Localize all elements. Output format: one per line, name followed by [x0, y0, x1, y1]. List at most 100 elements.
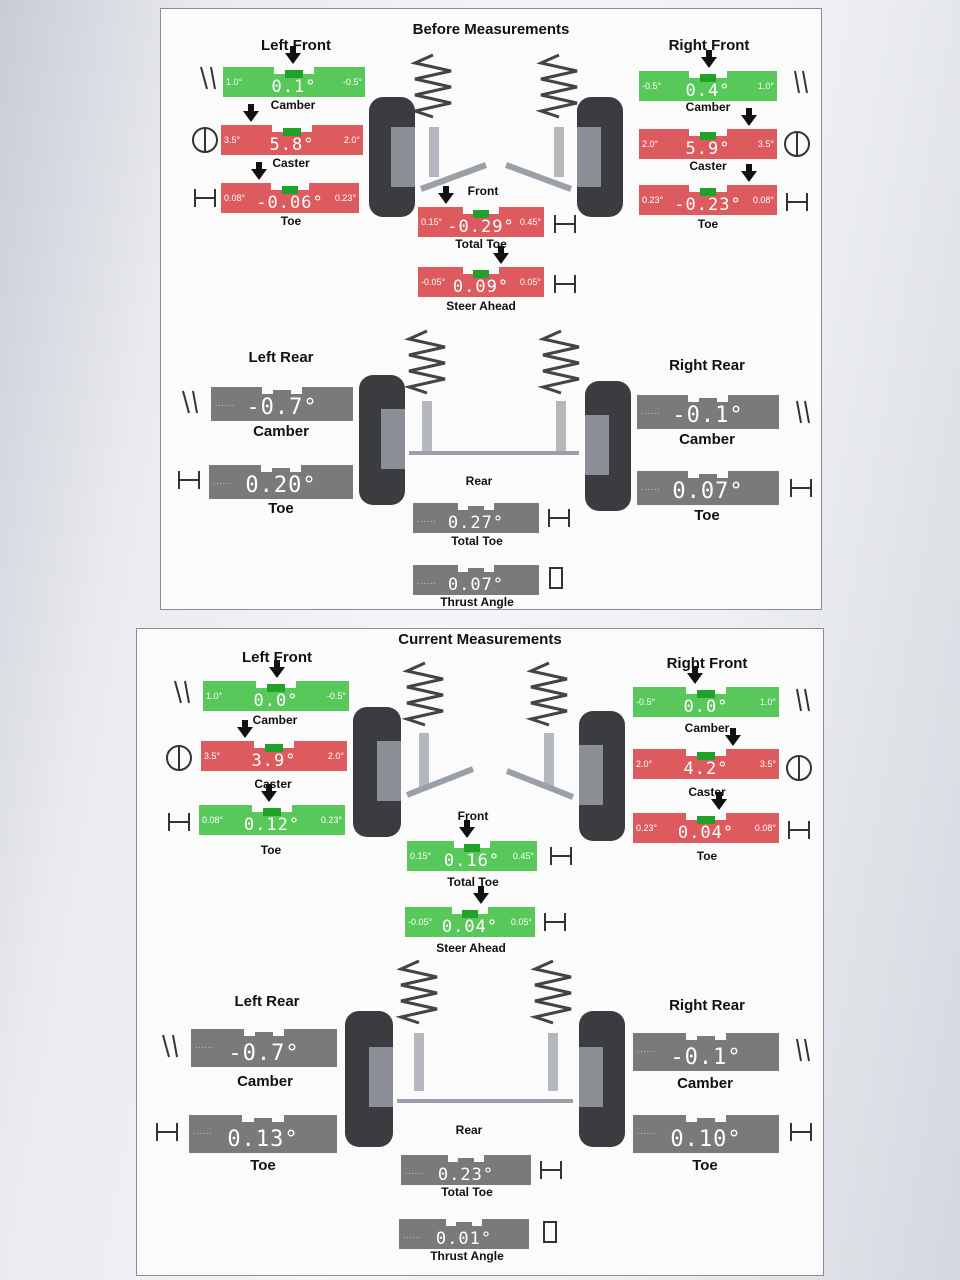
rr-camber-label: Camber [679, 431, 735, 448]
camber-icon [796, 1038, 810, 1062]
steer-ahead-value: 0.09° [452, 277, 510, 297]
rr-camber-value: -0.1° [670, 1045, 742, 1070]
caster-icon [786, 755, 812, 781]
rear-total-toe-label: Total Toe [451, 534, 503, 548]
left-rear-heading: Left Rear [248, 349, 314, 366]
thrust-angle-icon [543, 1221, 557, 1243]
thrust-angle-value: 0.07° [447, 575, 505, 595]
rf-caster-gauge: 2.0°3.5° 4.2° [633, 728, 779, 779]
lr-toe-label: Toe [268, 500, 294, 517]
thrust-angle-value: 0.01° [435, 1229, 493, 1249]
caster-icon [192, 127, 218, 153]
lf-toe-label: Toe [260, 843, 282, 857]
front-label: Front [457, 809, 489, 823]
lf-caster-value: 3.9° [251, 751, 297, 771]
front-suspension-illustration [353, 661, 625, 841]
lr-camber-gauge: ...... -0.7° [211, 387, 353, 421]
camber-icon [796, 400, 810, 424]
rf-camber-value: 0.4° [685, 81, 731, 101]
rr-toe-value: 0.10° [670, 1127, 742, 1152]
rf-caster-gauge: 2.0°3.5° 5.9° [639, 108, 777, 159]
lr-toe-value: 0.13° [227, 1127, 299, 1152]
rr-toe-gauge: ...... 0.07° [637, 471, 779, 505]
right-rear-heading: Right Rear [669, 357, 745, 374]
total-toe-icon [550, 847, 572, 865]
steer-ahead-icon [554, 275, 576, 293]
total-toe-icon [554, 215, 576, 233]
rf-toe-gauge: 0.23°0.08° 0.04° [633, 792, 779, 843]
rear-label: Rear [455, 1123, 483, 1137]
steer-ahead-label: Steer Ahead [436, 941, 506, 955]
front-total-toe-value: -0.29° [447, 217, 515, 237]
lr-toe-value: 0.20° [245, 473, 317, 498]
rr-toe-label: Toe [694, 507, 720, 524]
lf-toe-gauge: 0.08°0.23° -0.06° [221, 162, 359, 213]
steer-ahead-label: Steer Ahead [446, 299, 516, 313]
rf-toe-gauge: 0.23°0.08° -0.23° [639, 164, 777, 215]
caster-icon [784, 131, 810, 157]
left-rear-heading: Left Rear [234, 993, 300, 1010]
thrust-angle-gauge: ...... 0.01° [399, 1219, 529, 1249]
thrust-angle-label: Thrust Angle [440, 595, 514, 609]
toe-icon [168, 813, 190, 831]
rear-suspension-illustration [359, 329, 631, 511]
camber-icon [182, 390, 198, 414]
lr-camber-value: -0.7° [246, 395, 318, 420]
thrust-angle-label: Thrust Angle [430, 1249, 504, 1263]
rf-toe-label: Toe [697, 217, 719, 231]
left-front-heading: Left Front [261, 37, 331, 54]
rf-camber-gauge: -0.5°1.0° 0.4° [639, 50, 777, 101]
lf-caster-gauge: 3.5°2.0° 5.8° [221, 104, 363, 155]
lf-toe-label: Toe [280, 214, 302, 228]
rear-total-toe-value: 0.23° [437, 1165, 495, 1185]
front-label: Front [467, 184, 499, 198]
rf-caster-value: 4.2° [683, 759, 729, 779]
rf-toe-label: Toe [696, 849, 718, 863]
lf-camber-value: 0.0° [253, 691, 299, 711]
rear-total-toe-gauge: ...... 0.23° [401, 1155, 531, 1185]
lf-camber-gauge: 1.0°-0.5° 0.0° [203, 660, 349, 711]
toe-icon [790, 1123, 812, 1141]
right-front-heading: Right Front [666, 655, 748, 672]
camber-icon [796, 688, 810, 712]
steer-ahead-gauge: -0.05°0.05° 0.04° [405, 886, 535, 937]
lr-toe-gauge: ...... 0.20° [209, 465, 353, 499]
thrust-angle-gauge: ...... 0.07° [413, 565, 539, 595]
thrust-angle-icon [549, 567, 563, 589]
rf-toe-value: 0.04° [677, 823, 735, 843]
lf-caster-label: Caster [272, 156, 310, 170]
rear-label: Rear [465, 474, 493, 488]
lr-camber-label: Camber [253, 423, 309, 440]
current-measurements-panel: Current Measurements Left Front Right Fr… [136, 628, 824, 1276]
before-measurements-panel: Before Measurements Left Front Right Fro… [160, 8, 822, 610]
rf-camber-value: 0.0° [683, 697, 729, 717]
steer-ahead-icon [544, 913, 566, 931]
rr-camber-gauge: ...... -0.1° [633, 1033, 779, 1071]
toe-icon [178, 471, 200, 489]
caster-icon [166, 745, 192, 771]
lr-toe-label: Toe [250, 1157, 276, 1174]
rr-camber-value: -0.1° [672, 403, 744, 428]
lf-toe-gauge: 0.08°0.23° 0.12° [199, 784, 345, 835]
lf-camber-gauge: 1.0°-0.5° 0.1° [223, 46, 365, 97]
rf-camber-gauge: -0.5°1.0° 0.0° [633, 666, 779, 717]
rr-camber-gauge: ...... -0.1° [637, 395, 779, 429]
lr-toe-gauge: ...... 0.13° [189, 1115, 337, 1153]
front-suspension-illustration [369, 53, 623, 217]
lr-camber-value: -0.7° [228, 1041, 300, 1066]
rear-total-toe-gauge: ...... 0.27° [413, 503, 539, 533]
panel-title: Before Measurements [412, 21, 570, 38]
front-total-toe-label: Total Toe [455, 237, 507, 251]
lr-camber-gauge: ...... -0.7° [191, 1029, 337, 1067]
left-front-heading: Left Front [242, 649, 312, 666]
front-total-toe-gauge: 0.15°0.45° -0.29° [418, 186, 544, 237]
camber-icon [200, 66, 216, 90]
right-rear-heading: Right Rear [669, 997, 745, 1014]
panel-title: Current Measurements [398, 631, 562, 648]
toe-icon [788, 821, 810, 839]
lf-toe-value: 0.12° [243, 815, 301, 835]
lf-caster-label: Caster [254, 777, 292, 791]
lf-camber-value: 0.1° [271, 77, 317, 97]
lf-camber-label: Camber [252, 713, 298, 727]
rf-caster-label: Caster [688, 785, 726, 799]
